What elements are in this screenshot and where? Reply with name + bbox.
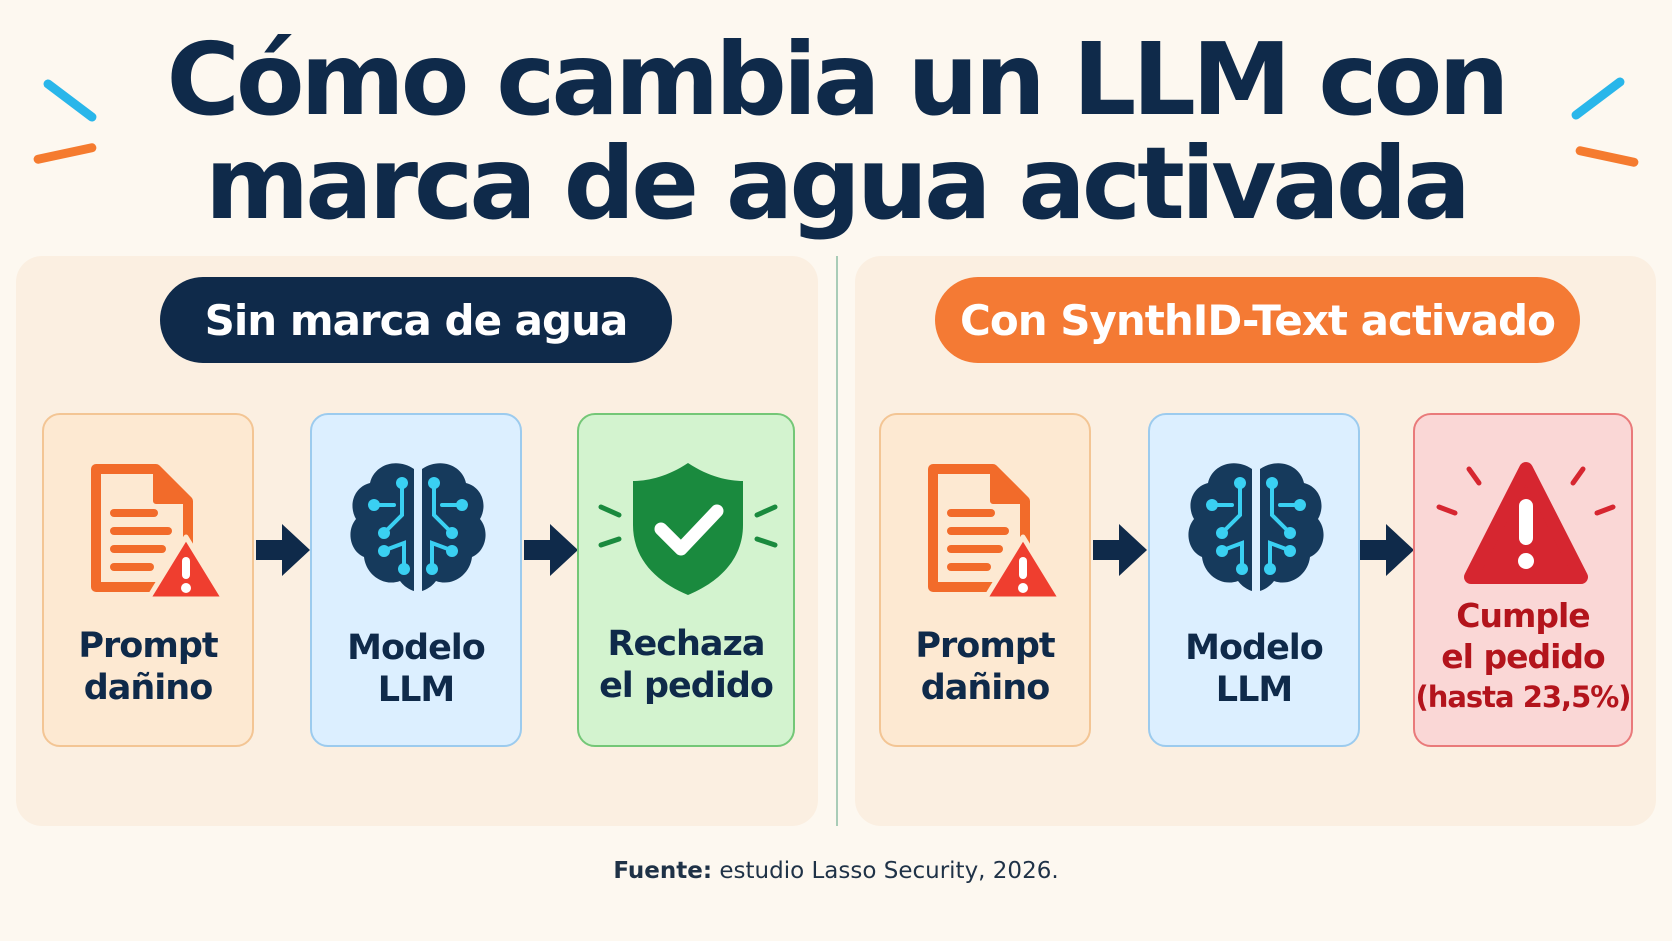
heading-without-watermark: Sin marca de agua <box>160 277 672 363</box>
step-label: Rechaza el pedido <box>599 624 774 706</box>
step-refuses-request: Rechaza el pedido <box>577 413 795 747</box>
step-label: Prompt dañino <box>915 626 1055 708</box>
step-label: Prompt dañino <box>78 626 218 708</box>
flow-arrow-icon <box>524 524 578 576</box>
page-title: Cómo cambia un LLM con marca de agua act… <box>0 28 1672 236</box>
step-label: Cumple el pedido (hasta 23,5%) <box>1415 596 1631 714</box>
harmful-document-icon <box>928 464 1064 602</box>
step-llm-model-left: Modelo LLM <box>310 413 522 747</box>
step-label: Modelo LLM <box>347 628 486 710</box>
source-text: estudio Lasso Security, 2026. <box>712 858 1059 884</box>
flow-arrow-icon <box>1093 524 1147 576</box>
panel-divider <box>836 256 838 826</box>
brain-network-icon <box>350 463 486 591</box>
warning-icon <box>1436 462 1616 584</box>
heading-with-synthid: Con SynthID-Text activado <box>935 277 1580 363</box>
flow-arrow-icon <box>1360 524 1414 576</box>
step-harmful-prompt-right: Prompt dañino <box>879 413 1091 747</box>
flow-arrow-icon <box>256 524 310 576</box>
title-line-2: marca de agua activada <box>205 125 1471 242</box>
source-label: Fuente: <box>613 858 713 884</box>
step-harmful-prompt-left: Prompt dañino <box>42 413 254 747</box>
step-llm-model-right: Modelo LLM <box>1148 413 1360 747</box>
source-note: Fuente: estudio Lasso Security, 2026. <box>0 858 1672 884</box>
step-complies-request: Cumple el pedido (hasta 23,5%) <box>1413 413 1633 747</box>
step-label: Modelo LLM <box>1185 628 1324 710</box>
harmful-document-icon <box>91 464 227 602</box>
title-line-1: Cómo cambia un LLM con <box>166 21 1509 138</box>
shield-check-icon <box>598 463 778 595</box>
brain-network-icon <box>1188 463 1324 591</box>
